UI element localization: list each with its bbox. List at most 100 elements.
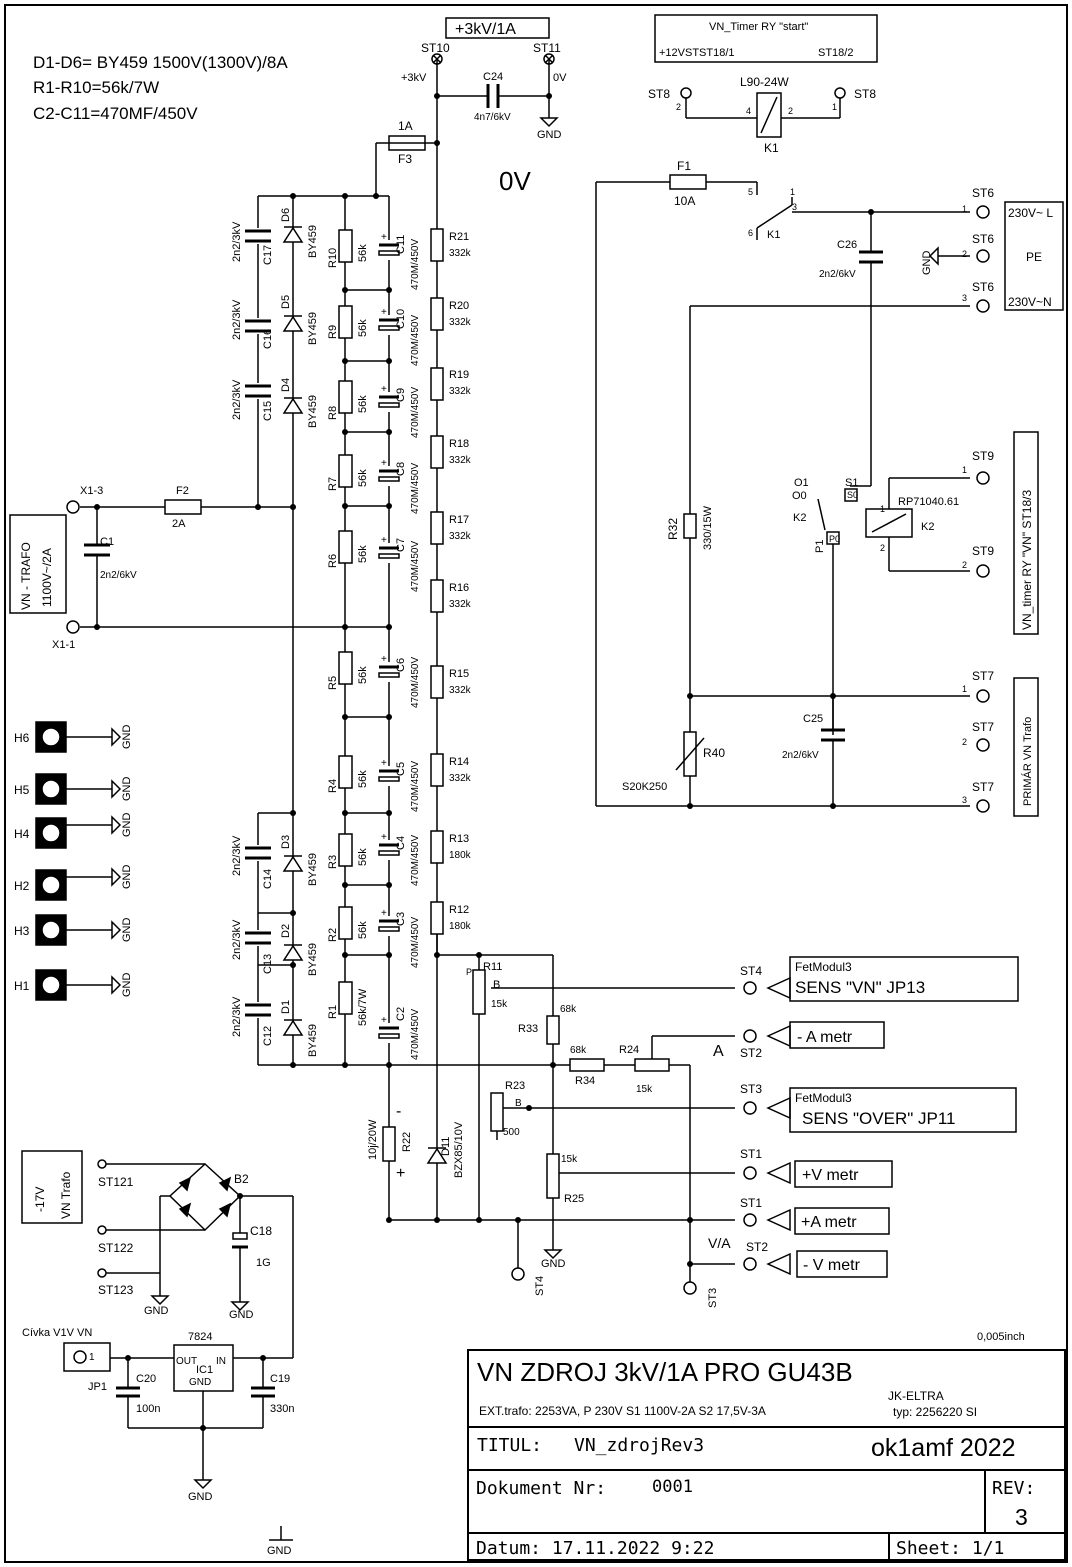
vn-trafo-label: VN - TRAFO (19, 542, 33, 610)
c19-value: 330n (270, 1403, 294, 1415)
gnd-label: GND (121, 777, 133, 802)
st7-terminal (976, 799, 990, 813)
k1-type: L90-24W (740, 75, 789, 89)
f2-rating: 2A (172, 518, 186, 530)
gnd-icon (111, 867, 122, 887)
o1-label: O1 (794, 477, 809, 489)
r32-value: 330/15W (702, 505, 714, 550)
gnd-icon (230, 1301, 250, 1312)
v-metr-minus-label[interactable]: - V metr (803, 1257, 861, 1274)
svg-text:2: 2 (962, 737, 967, 747)
k2-switch-label: K2 (793, 512, 806, 524)
mains-n-label: 230V~N (1008, 295, 1052, 309)
f3-label: F3 (398, 152, 412, 166)
r11-value: 15k (491, 999, 508, 1010)
svg-text:+: + (381, 832, 387, 843)
gnd-icon (111, 779, 122, 799)
r33-value: 68k (560, 1004, 577, 1015)
filter-elyts (377, 240, 401, 1043)
hole-h2-icon (41, 875, 61, 895)
r11-pin: P (466, 967, 472, 977)
fetmodul-over-text[interactable]: SENS "OVER" JP11 (802, 1109, 955, 1128)
st1-label-1: ST1 (740, 1147, 762, 1161)
f3-rating: 1A (398, 119, 413, 133)
x1-1-terminal (66, 620, 80, 634)
st8-label-right: ST8 (854, 87, 876, 101)
c14-value: 2n2/3kV (231, 835, 243, 876)
st6-terminal (976, 249, 990, 263)
st2-terminal (743, 1029, 757, 1043)
output-rating-box (445, 17, 550, 39)
component-notes: D1-D6= BY459 1500V(1300V)/8A R1-R10=56k/… (33, 53, 288, 123)
d2-label: D2 (280, 924, 292, 938)
d1-type: BY459 (307, 1024, 319, 1057)
r20-value: 332k (449, 317, 472, 328)
hole-h5-icon (41, 779, 61, 799)
st4-label-1: ST4 (740, 964, 762, 978)
r16-label: R16 (449, 582, 469, 594)
c15-value: 2n2/3kV (231, 379, 243, 420)
bleeder-resistors (338, 229, 353, 1015)
f1-label: F1 (677, 159, 691, 173)
rev-label: REV: (992, 1478, 1035, 1499)
st4-label-2: ST4 (534, 1276, 546, 1296)
output-rating: +3kV/1A (455, 21, 516, 38)
c3-label: C3 (395, 912, 407, 926)
fetmodul-over-title: FetModul3 (795, 1091, 852, 1105)
h3-label: H3 (14, 924, 30, 938)
c14-label: C14 (262, 869, 274, 889)
ladder-designators: D6 D5 D4 D3 D2 D1 BY459 BY459 BY459 BY45… (231, 208, 421, 1060)
fuse-f1 (669, 174, 707, 190)
a-metr-plus-label[interactable]: +A metr (801, 1214, 857, 1231)
gnd-label: GND (921, 251, 933, 276)
st7-terminal (976, 689, 990, 703)
c17-label: C17 (262, 245, 274, 265)
st122-terminal (97, 1225, 107, 1235)
st3-label-2: ST3 (707, 1288, 719, 1308)
c11-label: C11 (395, 235, 407, 254)
ic1-in: IN (216, 1356, 226, 1367)
r21-value: 332k (449, 248, 472, 259)
d5-label: D5 (280, 295, 292, 309)
st8-terminal (680, 87, 692, 99)
elyt-polarity: ++++ ++++ ++ (381, 232, 387, 1026)
c8-value: 470M/450V (410, 463, 421, 514)
gnd-icon (150, 1295, 170, 1306)
r5-label: R5 (327, 676, 339, 690)
arrow-icon (766, 1208, 791, 1232)
coil-label: Cívka V1V VN (22, 1327, 92, 1339)
x1-3-terminal (66, 500, 80, 514)
c10-label: C10 (395, 309, 407, 329)
r40-value: S20K250 (622, 781, 667, 793)
gnd-label: GND (144, 1305, 169, 1317)
a-metr-minus-label[interactable]: - A metr (797, 1029, 853, 1046)
junction-dots (94, 93, 552, 1068)
c7-value: 470M/450V (410, 541, 421, 592)
v-metr-plus-label[interactable]: +V metr (802, 1167, 859, 1184)
doc-number: 0001 (652, 1477, 693, 1497)
s1-label: S1 (845, 477, 858, 489)
author: ok1amf 2022 (871, 1434, 1016, 1462)
jk-eltra: JK-ELTRA (888, 1389, 944, 1403)
svg-text:4: 4 (746, 106, 751, 116)
divider-resistors (430, 228, 444, 935)
r1-label: R1 (327, 1005, 339, 1019)
r7-value: 56k (357, 469, 369, 487)
st7-label-1: ST7 (972, 669, 994, 683)
a-metr-plus-box (794, 1207, 890, 1235)
trimmer-r11 (472, 969, 486, 1015)
fetmodul-vn-text[interactable]: SENS "VN" JP13 (795, 978, 925, 997)
voltage-multiplier (9, 93, 552, 1220)
svg-text:+: + (381, 232, 387, 243)
c7-label: C7 (395, 538, 407, 552)
mains-relay-labels: VN_Timer RY "start" +12VSTST18/1 ST18/2 … (622, 21, 1053, 806)
st10-terminal (431, 53, 443, 65)
st8-label-left: ST8 (648, 87, 670, 101)
r4-label: R4 (327, 779, 339, 793)
r23-label: R23 (505, 1080, 525, 1092)
r18-label: R18 (449, 438, 469, 450)
st6-label-3: ST6 (972, 280, 994, 294)
fetmodul-vn-box (789, 956, 1019, 1002)
c5-label: C5 (395, 762, 407, 776)
a-metr-minus-box (789, 1021, 885, 1049)
